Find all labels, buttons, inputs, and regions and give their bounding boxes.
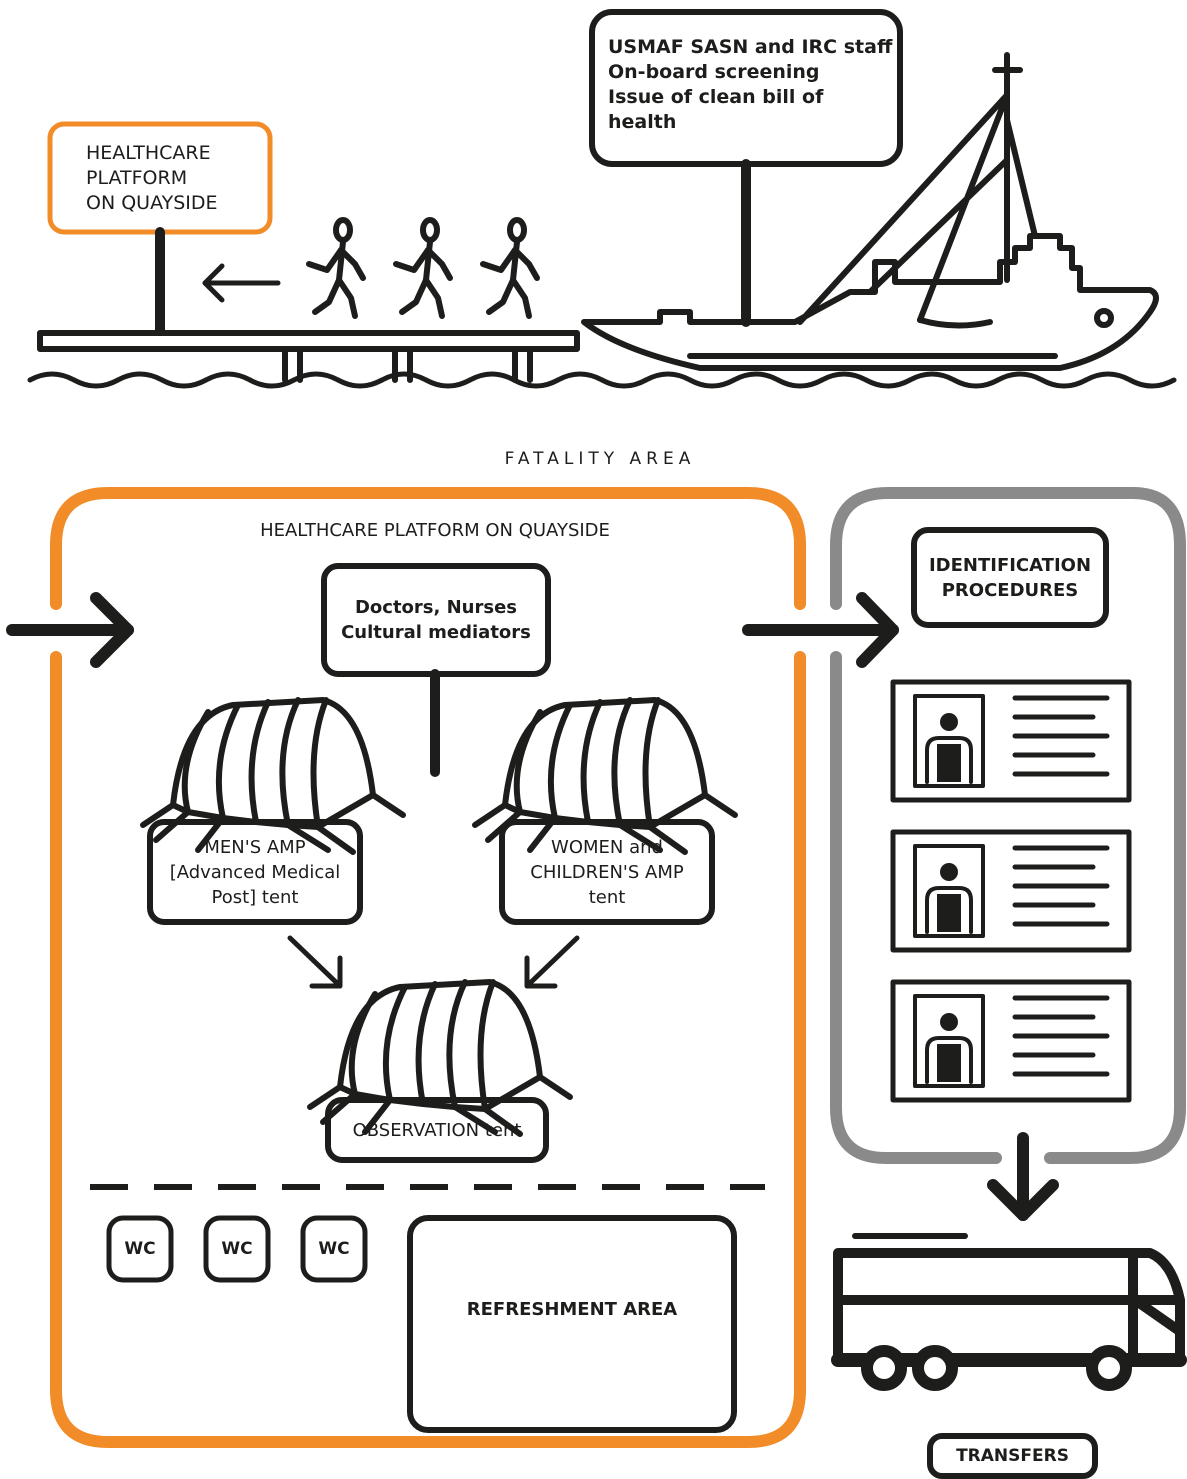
refreshment-box <box>407 1215 737 1433</box>
transfers-label: TRANSFERS <box>956 1446 1069 1466</box>
arrow-right-icon <box>742 592 899 668</box>
bus-icon <box>831 1233 1187 1391</box>
walking-person-icon <box>309 220 363 316</box>
wc-label: WC <box>318 1239 350 1259</box>
arrow-left-icon <box>202 263 281 303</box>
refreshment-label: REFRESHMENT AREA <box>466 1298 678 1320</box>
staff-label: Doctors, Nurses Cultural mediators <box>341 597 531 643</box>
women-tent-label: WOMEN and CHILDREN'S AMP tent <box>530 836 684 908</box>
men-tent-label: MEN'S AMP [Advanced Medical Post] tent <box>169 836 341 908</box>
id-card-icon <box>893 682 1129 800</box>
arrow-diag-icon <box>524 935 580 989</box>
waves-icon <box>27 371 1177 389</box>
quay-sign-label: HEALTHCARE PLATFORM ON QUAYSIDE <box>86 141 218 214</box>
id-card-icon <box>893 982 1129 1100</box>
ship-icon <box>581 52 1159 371</box>
identification-frame <box>830 487 1186 1164</box>
transfers-box <box>927 1433 1098 1479</box>
walking-person-icon <box>396 220 450 316</box>
ship-sign-label: USMAF SASN and IRC staff On-board screen… <box>608 36 893 133</box>
entry-arrow-icon <box>6 592 134 668</box>
identification-label: IDENTIFICATION PROCEDURES <box>928 554 1092 601</box>
id-card-icon <box>893 832 1129 950</box>
men-tent-box <box>147 819 363 925</box>
arrow-diag-icon <box>287 935 343 989</box>
walking-person-icon <box>483 220 537 316</box>
women-tent-box <box>499 819 715 925</box>
arrow-down-icon <box>987 1132 1059 1221</box>
observation-box <box>325 1097 549 1163</box>
wc-label: WC <box>221 1239 253 1259</box>
pier-icon <box>37 330 580 383</box>
identification-box <box>911 527 1109 628</box>
observation-label: OBSERVATION tent <box>352 1119 522 1141</box>
wc-label: WC <box>124 1239 156 1259</box>
fatality-area-label: FATALITY AREA <box>504 449 696 469</box>
platform-frame <box>50 487 806 610</box>
platform-title: HEALTHCARE PLATFORM ON QUAYSIDE <box>260 519 610 541</box>
